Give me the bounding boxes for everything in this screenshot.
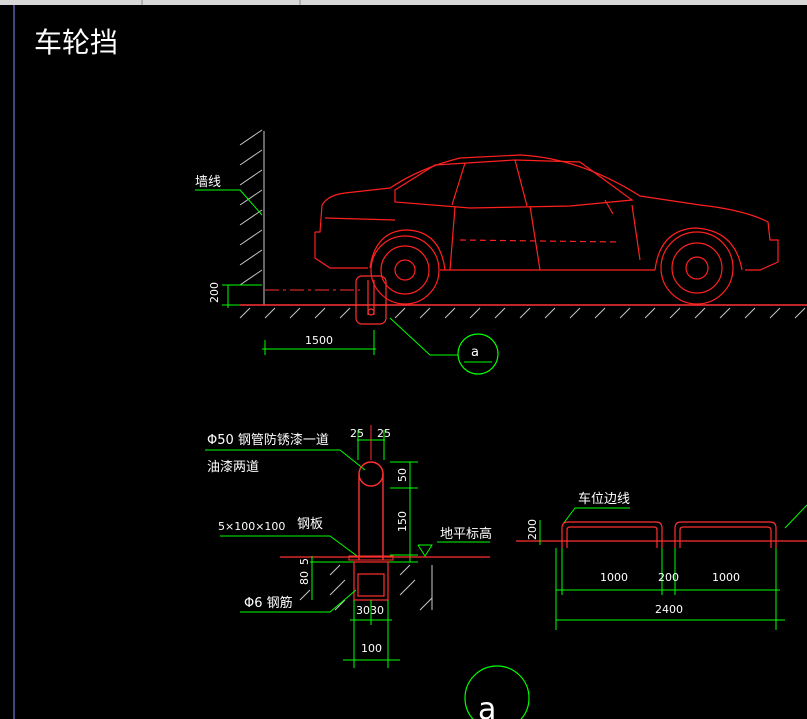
bottom-dimension-lines xyxy=(343,600,400,668)
wheel-stopper-elevation xyxy=(355,275,387,325)
top-dimension-lines xyxy=(357,425,385,460)
ground-hatch xyxy=(239,307,806,319)
dim-30-left: 30 xyxy=(356,604,370,617)
plan-detail: 车位边线 200 1000 200 1000 2400 xyxy=(516,491,807,630)
plan-dim-200: 200 xyxy=(526,519,539,540)
plan-dim-1000-left: 1000 xyxy=(600,571,628,584)
detail-callout-circle xyxy=(464,665,530,719)
elevation-view: 墙线 200 1500 a xyxy=(195,129,807,375)
ground-level-label: 地平标高 xyxy=(440,526,492,542)
plan-dim-200-mid: 200 xyxy=(658,571,679,584)
plate-label: 钢板 xyxy=(297,517,323,532)
bay-line-leader xyxy=(562,507,630,525)
section-detail: Φ50 钢管防锈漆一道 油漆两道 25 25 50 150 xyxy=(205,425,492,668)
detail-leader xyxy=(389,317,458,356)
plan-dimension-lines xyxy=(555,548,785,630)
height-dimension-text: 200 xyxy=(208,282,221,303)
rebar-label: Φ6 钢筋 xyxy=(244,595,293,611)
pipe-note-line2: 油漆两道 xyxy=(207,459,259,475)
steel-plate xyxy=(348,555,394,561)
offset-dimension-text: 1500 xyxy=(305,334,333,347)
embedded-base xyxy=(353,561,389,601)
car-outline xyxy=(314,154,779,305)
concrete-hatch xyxy=(299,564,433,611)
wall-leader xyxy=(195,189,263,216)
right-edge-leader xyxy=(784,504,807,529)
plan-dim-1000-right: 1000 xyxy=(712,571,740,584)
detail-marker-text: a xyxy=(471,345,479,360)
dim-80: 80 xyxy=(298,571,311,585)
wall-hatch xyxy=(239,129,265,305)
rebar-leader xyxy=(240,589,357,613)
dim-top-left: 25 xyxy=(350,427,364,440)
plate-leader xyxy=(220,535,358,557)
height-dimension xyxy=(222,284,262,308)
offset-dimension xyxy=(262,330,376,355)
top-toolbar-strip xyxy=(0,0,807,5)
plan-dim-total: 2400 xyxy=(655,603,683,616)
ground-level-marker xyxy=(417,544,433,557)
pipe-note-line1: Φ50 钢管防锈漆一道 xyxy=(207,432,329,448)
wheel-stopper-plan xyxy=(561,521,777,548)
detail-callout-text: a xyxy=(478,692,496,719)
dim-100: 100 xyxy=(361,642,382,655)
dim-50: 50 xyxy=(396,468,409,482)
dim-150: 150 xyxy=(396,511,409,532)
bay-line-label: 车位边线 xyxy=(578,491,630,507)
dim-30-right: 30 xyxy=(370,604,384,617)
detail-marker-circle xyxy=(457,333,499,375)
plate-size-label: 5×100×100 xyxy=(218,520,285,533)
steel-pipe xyxy=(358,461,384,560)
drawing-title: 车轮挡 xyxy=(34,26,118,59)
wall-line-label: 墙线 xyxy=(195,175,221,190)
dim-5: 5 xyxy=(298,558,311,565)
